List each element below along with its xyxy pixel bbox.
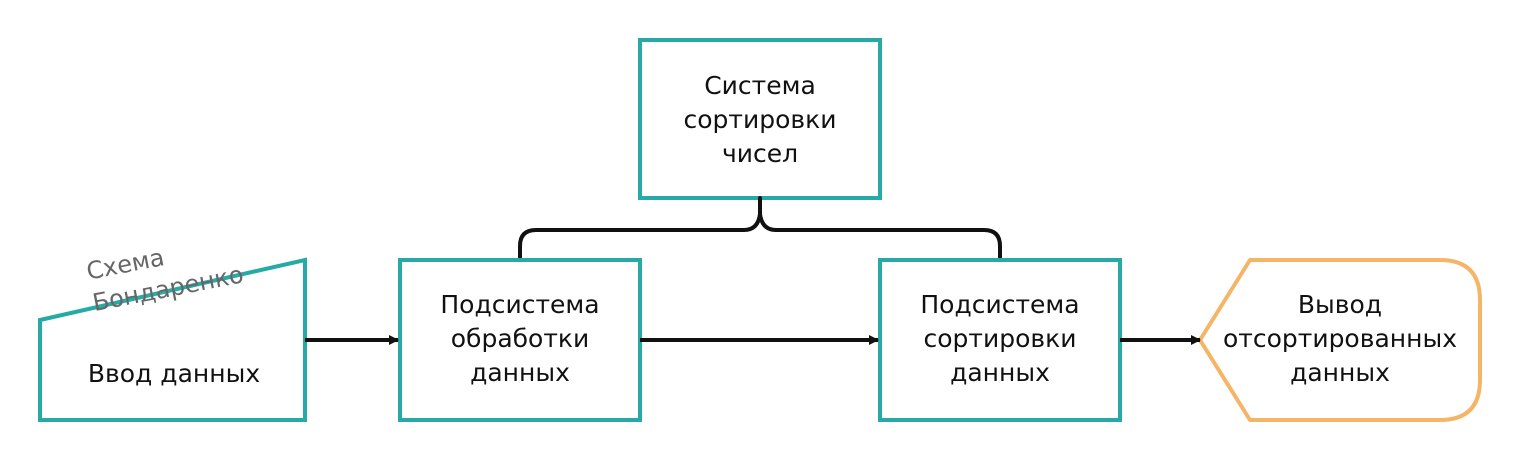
system-node-label-line-1: Система: [704, 71, 816, 100]
output-node-label-line-3: данных: [1290, 358, 1390, 387]
sorting-node-label-line-2: сортировки: [924, 324, 1077, 353]
output-node: Вывод отсортированных данных: [1198, 258, 1482, 422]
input-node: Ввод данных: [38, 257, 307, 422]
system-node-label-line-2: сортировки: [684, 105, 837, 134]
decomposition-brace: [518, 196, 1002, 260]
processing-node-label-line-2: обработки: [451, 324, 590, 353]
processing-node: Подсистема обработки данных: [398, 258, 642, 422]
sorting-node: Подсистема сортировки данных: [878, 258, 1122, 422]
sorting-node-label-line-1: Подсистема: [920, 290, 1079, 319]
sorting-node-box: [878, 258, 1122, 422]
sorting-node-label-line-3: данных: [950, 358, 1050, 387]
processing-node-label-line-3: данных: [470, 358, 570, 387]
manual-input-shape: [38, 257, 307, 422]
output-node-label-line-1: Вывод: [1298, 290, 1382, 319]
processing-node-box: [398, 258, 642, 422]
system-node: Система сортировки чисел: [638, 38, 882, 200]
output-node-label-line-2: отсортированных: [1223, 324, 1457, 353]
input-node-label: Ввод данных: [88, 359, 260, 388]
system-node-box: [638, 38, 882, 200]
display-shape: [1198, 258, 1482, 422]
processing-node-label-line-1: Подсистема: [440, 290, 599, 319]
system-node-label-line-3: чисел: [722, 139, 798, 168]
